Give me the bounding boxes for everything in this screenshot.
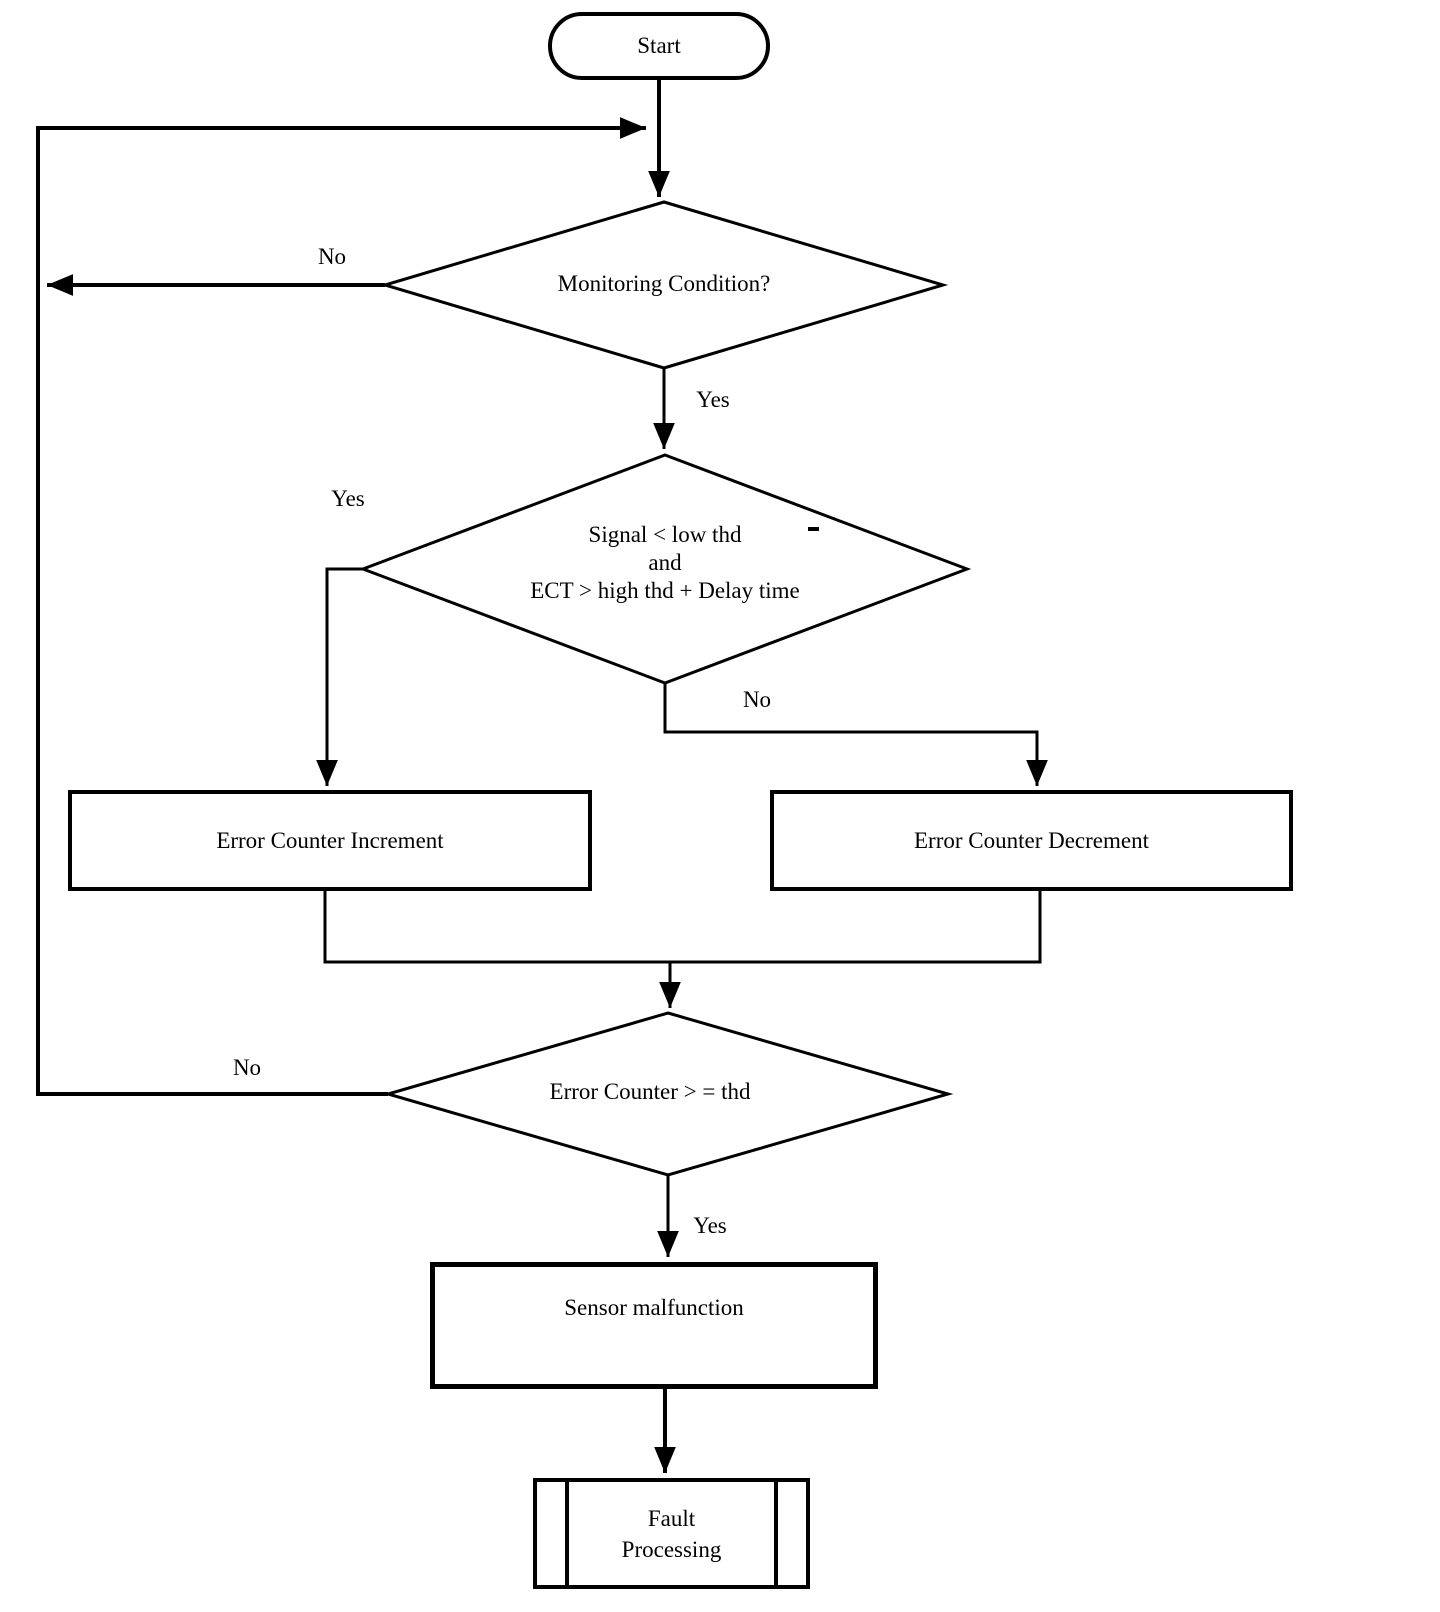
label-signal-no: No xyxy=(742,687,772,712)
edge-loop-return xyxy=(36,117,646,1096)
signal-decision-line1: Signal < low thd xyxy=(588,522,742,547)
label-threshold-no: No xyxy=(232,1055,262,1080)
monitoring-decision-label: Monitoring Condition? xyxy=(557,271,771,296)
increment-process-label: Error Counter Increment xyxy=(216,827,444,853)
threshold-decision-label: Error Counter > = thd xyxy=(549,1079,751,1104)
fault-subroutine-line2: Processing xyxy=(621,1536,722,1562)
stray-mark xyxy=(808,527,819,531)
start-terminator: Start xyxy=(548,12,770,80)
fault-subroutine-bar-right xyxy=(774,1482,778,1585)
edge-signal-no xyxy=(663,683,1048,786)
threshold-diamond-shape xyxy=(382,1011,954,1177)
decrement-process-label: Error Counter Decrement xyxy=(913,827,1149,853)
signal-decision-line3: ECT > high thd + Delay time xyxy=(530,578,800,603)
increment-process-box: Error Counter Increment xyxy=(68,790,592,891)
fault-subroutine-box: Fault Processing xyxy=(533,1478,810,1589)
decrement-process-box: Error Counter Decrement xyxy=(770,790,1293,891)
monitoring-diamond-shape xyxy=(379,200,949,370)
malfunction-process-box: Sensor malfunction xyxy=(430,1262,878,1389)
edge-merge-join xyxy=(323,891,1042,964)
signal-decision-label: Signal < low thd and ECT > high thd + De… xyxy=(460,521,870,605)
edge-signal-yes xyxy=(316,567,363,786)
signal-decision-line2: and xyxy=(648,550,682,575)
start-label: Start xyxy=(637,33,681,58)
signal-diamond-shape xyxy=(358,453,972,685)
label-monitoring-no: No xyxy=(317,244,347,269)
label-signal-yes: Yes xyxy=(331,486,365,511)
label-threshold-yes: Yes xyxy=(693,1213,727,1238)
label-monitoring-yes: Yes xyxy=(696,387,730,412)
fault-subroutine-line1: Fault xyxy=(647,1505,696,1531)
malfunction-process-label: Sensor malfunction xyxy=(564,1295,744,1320)
fault-subroutine-bar-left xyxy=(565,1482,569,1585)
